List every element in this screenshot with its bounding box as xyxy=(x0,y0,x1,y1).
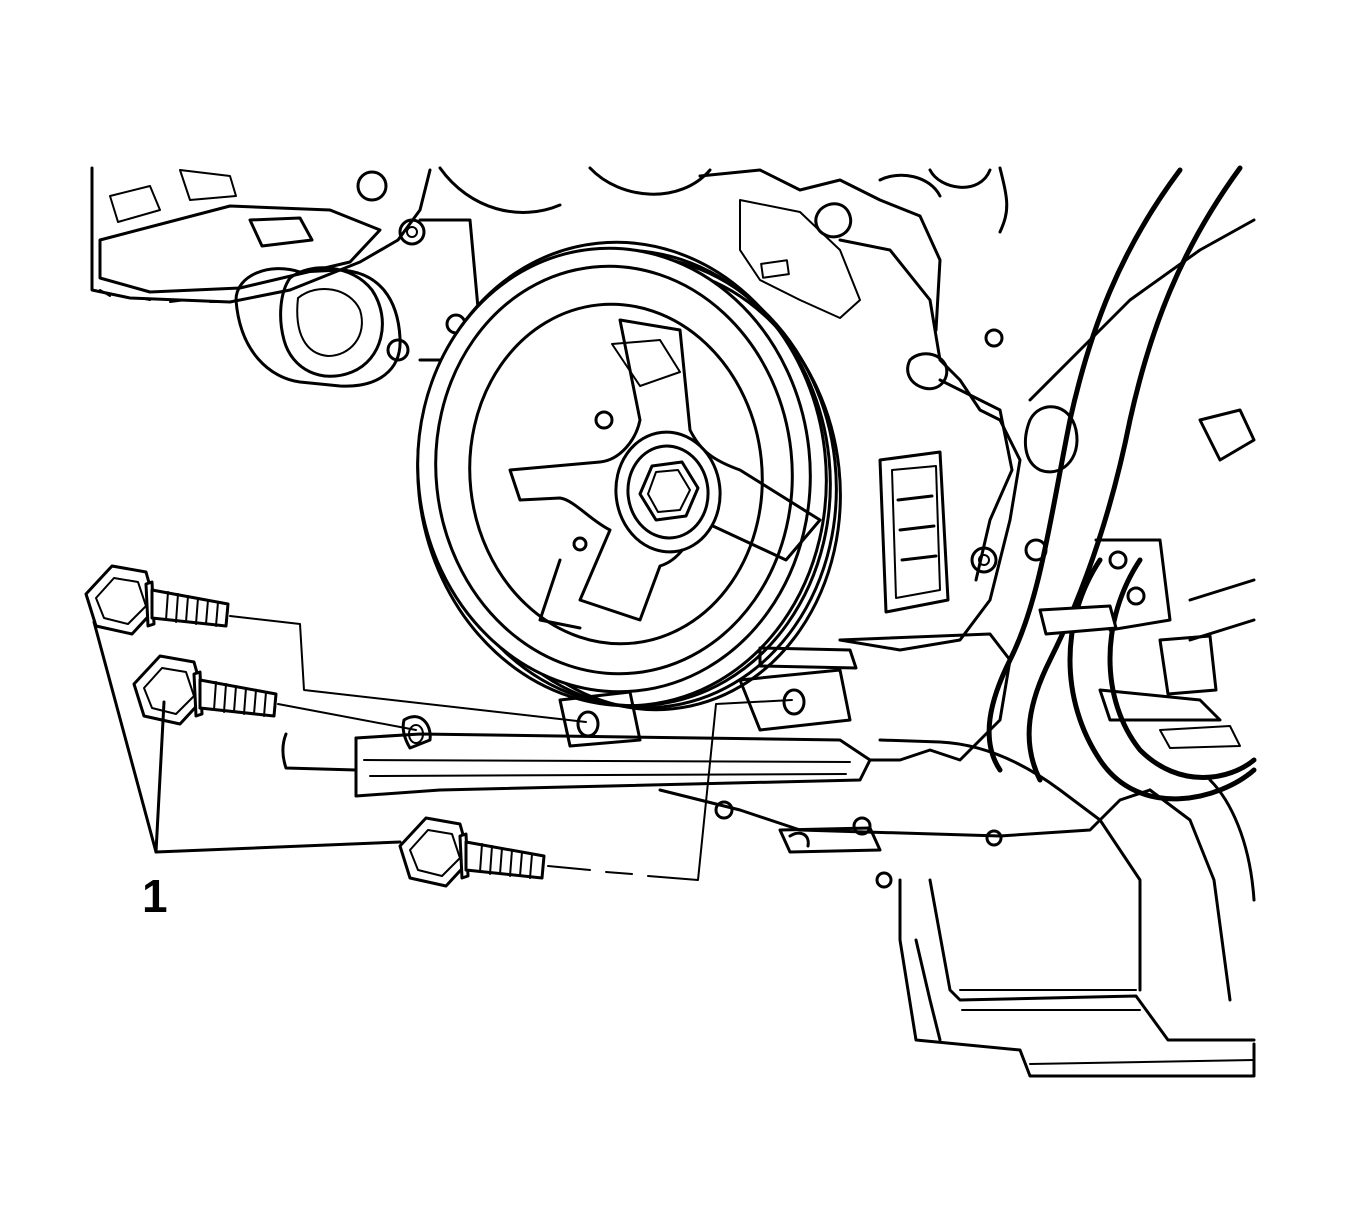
upper-left-engine-components xyxy=(90,166,482,388)
callout-label-1: 1 xyxy=(142,870,168,922)
bolt-upper xyxy=(84,564,230,636)
crankshaft-balancer-pulley xyxy=(416,240,842,712)
bolt-middle xyxy=(132,654,278,726)
oil-pan-lower-cover xyxy=(281,632,1256,1078)
timing-cover-upper xyxy=(438,166,1009,348)
callout-1: 1 xyxy=(92,620,402,922)
installation-leader-lines xyxy=(229,615,793,881)
bolt-lower xyxy=(398,816,546,888)
right-engine-components xyxy=(838,165,1257,802)
